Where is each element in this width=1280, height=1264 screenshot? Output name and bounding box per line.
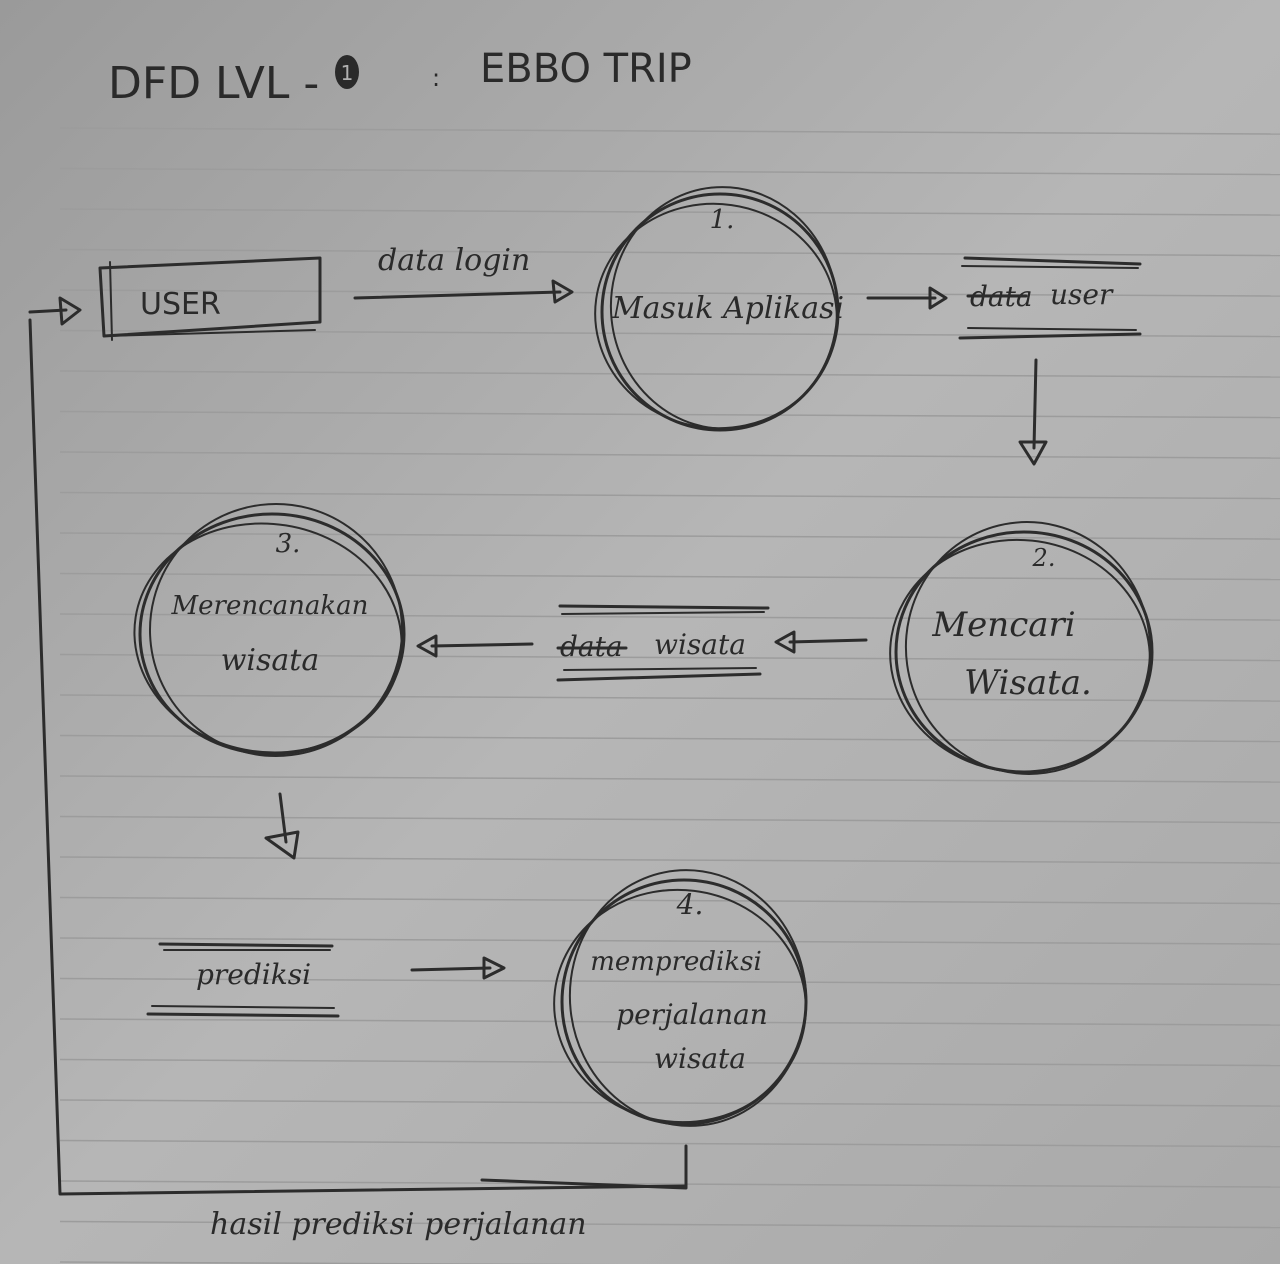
ruled-line bbox=[59, 1261, 620, 1264]
process-2-number: 2. bbox=[1032, 544, 1056, 572]
ruled-line bbox=[59, 977, 1280, 986]
process-3-label-2: wisata bbox=[221, 643, 320, 678]
datastore-wisata-label: wisata bbox=[654, 628, 746, 661]
flow-to-wisata-store bbox=[774, 630, 868, 654]
flow-to-user-store bbox=[866, 286, 948, 310]
process-1-number: 1. bbox=[710, 205, 735, 235]
ruled-line bbox=[59, 1180, 1280, 1188]
datastore-prediksi-label: prediksi bbox=[196, 958, 311, 991]
datastore-user: data user bbox=[958, 256, 1142, 340]
process-4: 4. memprediksi perjalanan wisata bbox=[553, 869, 808, 1127]
ruled-line bbox=[59, 127, 1280, 135]
process-3-number: 3. bbox=[276, 529, 301, 559]
ruled-line bbox=[59, 532, 1280, 540]
flow-data-login-label: data login bbox=[378, 243, 530, 278]
ruled-line bbox=[59, 1099, 1280, 1107]
datastore-wisata: data wisata bbox=[556, 604, 770, 682]
ruled-line bbox=[59, 491, 1280, 500]
diagram-title: DFD LVL - 1 : EBBO TRIP bbox=[108, 46, 692, 109]
process-1-label: Masuk Aplikasi bbox=[611, 291, 844, 326]
ruled-line bbox=[59, 775, 1280, 783]
entity-user-label: USER bbox=[140, 287, 221, 322]
ruled-line bbox=[59, 572, 1280, 581]
ruled-line bbox=[59, 1018, 1280, 1026]
ruled-line bbox=[59, 1220, 1280, 1229]
ruled-line bbox=[59, 370, 1280, 378]
process-4-label-2: perjalanan bbox=[616, 998, 768, 1031]
ruled-line bbox=[59, 613, 1280, 621]
flow-to-process-4 bbox=[410, 956, 506, 980]
ruled-line bbox=[59, 248, 1280, 257]
title-prefix: DFD LVL - bbox=[108, 58, 319, 109]
title-level: 1 bbox=[341, 61, 354, 85]
flow-to-process-3 bbox=[416, 634, 534, 658]
ruled-line bbox=[59, 896, 1280, 905]
title-app-name: EBBO TRIP bbox=[480, 46, 692, 92]
datastore-user-label: user bbox=[1050, 278, 1114, 311]
title-separator: : bbox=[432, 64, 440, 92]
process-3: 3. Merencanakan wisata bbox=[133, 503, 406, 757]
ruled-line bbox=[59, 451, 1280, 459]
process-2-label-1: Mencari bbox=[931, 605, 1075, 645]
datastore-prediksi: prediksi bbox=[146, 942, 340, 1018]
ruled-line bbox=[59, 167, 1280, 176]
flow-to-process-2 bbox=[1018, 358, 1048, 466]
entity-user: USER bbox=[98, 256, 322, 341]
process-1: 1. Masuk Aplikasi bbox=[594, 186, 844, 432]
ruled-line bbox=[59, 653, 1280, 662]
process-3-label-1: Merencanakan bbox=[171, 591, 369, 621]
flow-return-label: hasil prediksi perjalanan bbox=[210, 1207, 587, 1242]
flow-return-to-user: hasil prediksi perjalanan bbox=[28, 296, 688, 1242]
process-4-label-1: memprediksi bbox=[590, 947, 762, 977]
flow-data-login: data login bbox=[353, 243, 574, 304]
ruled-line bbox=[59, 856, 1280, 864]
ruled-line bbox=[59, 1058, 1280, 1067]
ruled-line bbox=[59, 1139, 1280, 1148]
ruled-line bbox=[59, 815, 1280, 824]
ruled-line bbox=[59, 734, 1280, 743]
ruled-line bbox=[59, 289, 1280, 297]
ruled-line bbox=[59, 937, 1280, 945]
ruled-line bbox=[59, 694, 1280, 702]
process-4-label-3: wisata bbox=[654, 1042, 746, 1075]
process-2: 2. Mencari Wisata. bbox=[889, 521, 1154, 775]
level-badge-icon bbox=[335, 55, 359, 89]
process-4-number: 4. bbox=[676, 888, 704, 921]
flow-to-prediksi-store bbox=[264, 792, 300, 860]
process-2-label-2: Wisata. bbox=[964, 663, 1092, 703]
